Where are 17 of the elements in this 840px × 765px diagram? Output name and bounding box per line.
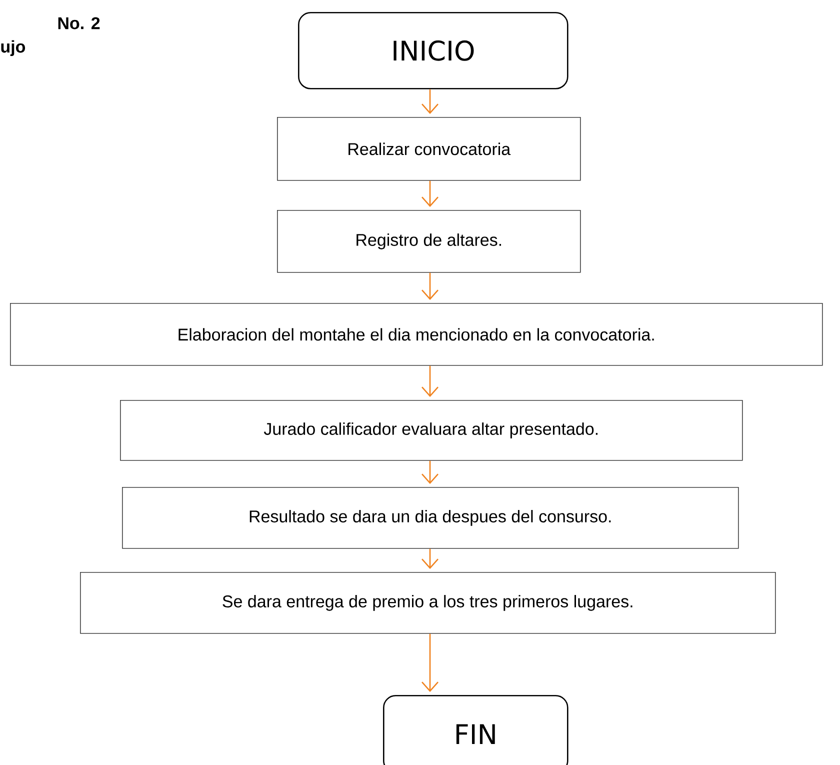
arrow [422, 634, 438, 692]
arrow [422, 548, 438, 569]
arrow [422, 272, 438, 300]
process-box: Se dara entrega de premio a los tres primeros lugares. [80, 572, 776, 634]
terminal-box: FIN [383, 695, 568, 765]
process-box: Realizar convocatoria [277, 117, 581, 181]
heading-text: No. 2 [58, 17, 100, 30]
process-box: Elaboracion del montahe el dia mencionado en la convocatoria. [10, 303, 823, 366]
process-box: Registro de altares. [277, 210, 581, 273]
process-box: Resultado se dara un dia despues del consurso. [122, 487, 739, 549]
arrow [422, 366, 438, 397]
terminal-box: INICIO [298, 12, 568, 90]
arrow [422, 89, 438, 114]
arrow [422, 180, 438, 207]
process-box: Jurado calificador evaluara altar presentado. [120, 400, 743, 461]
arrow [422, 460, 438, 484]
heading-text: ujo [1, 40, 26, 56]
